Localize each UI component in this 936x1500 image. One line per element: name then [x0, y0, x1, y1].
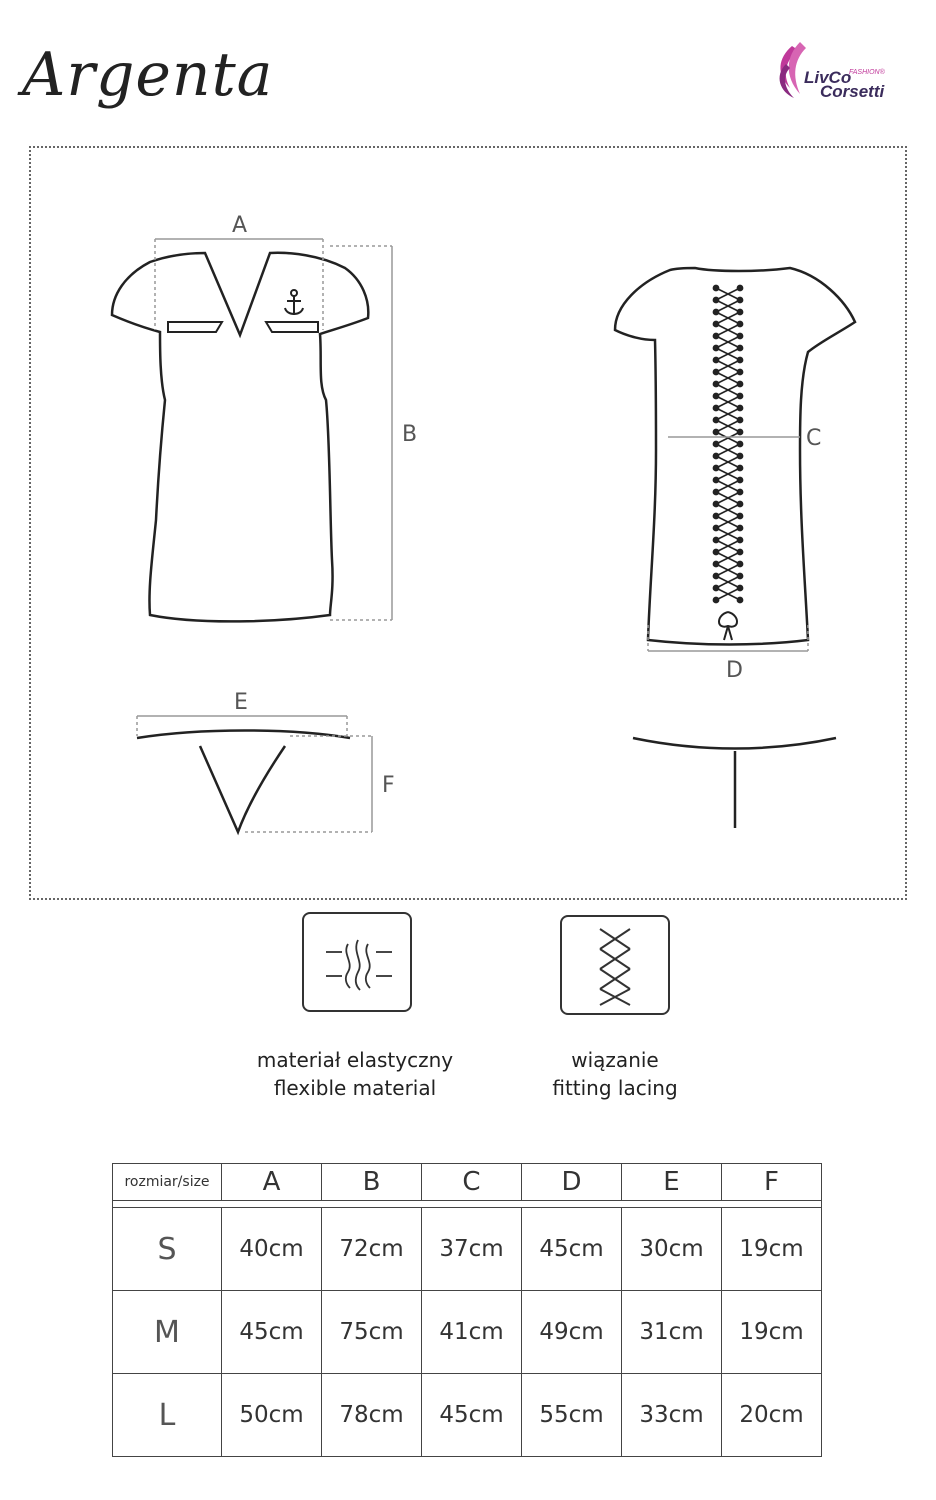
label-d: D [726, 658, 743, 683]
label-b: B [402, 422, 417, 447]
lace-line [715, 359, 741, 373]
wavy-stretch-icon [326, 939, 392, 991]
thong-front-drawing [136, 729, 351, 836]
column-header-e: E [621, 1163, 722, 1201]
table-cell: 49cm [521, 1290, 622, 1374]
lace-line [715, 395, 741, 409]
label-e: E [234, 690, 248, 715]
table-cell: 30cm [621, 1207, 722, 1291]
lace-line [715, 527, 741, 541]
table-cell: 45cm [221, 1290, 322, 1374]
lace-line [715, 503, 741, 517]
lace-bow [718, 611, 738, 641]
flexible-material-badge [302, 912, 412, 1012]
lacing-badge [560, 915, 670, 1015]
eyelet [712, 596, 720, 604]
lace-line [715, 491, 741, 505]
brand-name-top: LivCo [804, 68, 852, 87]
column-header-a: A [221, 1163, 322, 1201]
lacing-drawing [712, 284, 744, 641]
table-cell: 20cm [721, 1373, 822, 1457]
dimension-e [136, 715, 348, 736]
size-cell: S [112, 1207, 222, 1291]
column-header-c: C [421, 1163, 522, 1201]
lace-line [715, 575, 741, 589]
column-header-f: F [721, 1163, 822, 1201]
lace-line [715, 407, 741, 421]
lace-line [715, 515, 741, 529]
logo-swoosh-icon [779, 42, 806, 98]
table-cell: 37cm [421, 1207, 522, 1291]
lace-line [715, 467, 741, 481]
lace-line [715, 323, 741, 337]
dimension-f [245, 735, 373, 833]
size-table: rozmiar/size A B C D E F S 40cm 72cm 37c… [112, 1163, 822, 1457]
garment-drawings: A B C D E F [110, 213, 857, 836]
label-a: A [232, 213, 247, 238]
table-cell: 45cm [521, 1207, 622, 1291]
table-cell: 40cm [221, 1207, 322, 1291]
table-cell: 45cm [421, 1373, 522, 1457]
size-cell: M [112, 1290, 222, 1374]
brand-name-sup: FASHION® [849, 69, 885, 76]
label-c: C [806, 426, 821, 451]
lace-line [715, 539, 741, 553]
anchor-icon [284, 289, 304, 315]
size-cell: L [112, 1373, 222, 1457]
dimension-d [647, 625, 809, 652]
lace-line [715, 587, 741, 601]
product-title: Argenta [22, 40, 274, 110]
lace-line [715, 551, 741, 565]
lace-line [715, 455, 741, 469]
lace-line [715, 287, 741, 301]
thong-back-drawing [632, 736, 837, 828]
technical-drawing-frame [29, 146, 907, 900]
lacing-icon [599, 928, 631, 1006]
size-column-header: rozmiar/size [112, 1163, 222, 1201]
table-row: S 40cm 72cm 37cm 45cm 30cm 19cm [112, 1207, 822, 1291]
caption-pl: wiązanie [571, 1048, 659, 1072]
lace-line [715, 419, 741, 433]
lace-line [715, 383, 741, 397]
table-cell: 78cm [321, 1373, 422, 1457]
lace-line [715, 347, 741, 361]
column-header-d: D [521, 1163, 622, 1201]
table-cell: 31cm [621, 1290, 722, 1374]
lace-line [715, 335, 741, 349]
dress-front-drawing [110, 251, 370, 623]
table-cell: 72cm [321, 1207, 422, 1291]
dimension-b [330, 245, 393, 621]
eyelet [736, 596, 744, 604]
dimension-a [154, 238, 324, 330]
column-header-b: B [321, 1163, 422, 1201]
brand-name-bottom: Corsetti [820, 82, 885, 101]
lace-line [715, 431, 741, 445]
caption-en: fitting lacing [552, 1076, 678, 1100]
lace-line [715, 563, 741, 577]
lace-line [715, 479, 741, 493]
table-row: M 45cm 75cm 41cm 49cm 31cm 19cm [112, 1290, 822, 1374]
table-cell: 55cm [521, 1373, 622, 1457]
size-table-header: rozmiar/size A B C D E F [112, 1163, 822, 1201]
lace-line [715, 299, 741, 313]
table-cell: 19cm [721, 1290, 822, 1374]
lace-line [715, 311, 741, 325]
caption-en: flexible material [273, 1076, 437, 1100]
table-cell: 33cm [621, 1373, 722, 1457]
flexible-material-caption: materiał elastyczny flexible material [230, 1046, 480, 1102]
caption-pl: materiał elastyczny [256, 1048, 454, 1072]
table-cell: 19cm [721, 1207, 822, 1291]
fitting-lacing-caption: wiązanie fitting lacing [515, 1046, 715, 1102]
table-row: L 50cm 78cm 45cm 55cm 33cm 20cm [112, 1373, 822, 1457]
lace-line [715, 443, 741, 457]
table-cell: 41cm [421, 1290, 522, 1374]
brand-logo: LivCo FASHION® Corsetti [760, 36, 920, 116]
table-cell: 75cm [321, 1290, 422, 1374]
dress-back-drawing [613, 266, 857, 646]
lace-line [715, 371, 741, 385]
label-f: F [382, 773, 395, 798]
table-cell: 50cm [221, 1373, 322, 1457]
